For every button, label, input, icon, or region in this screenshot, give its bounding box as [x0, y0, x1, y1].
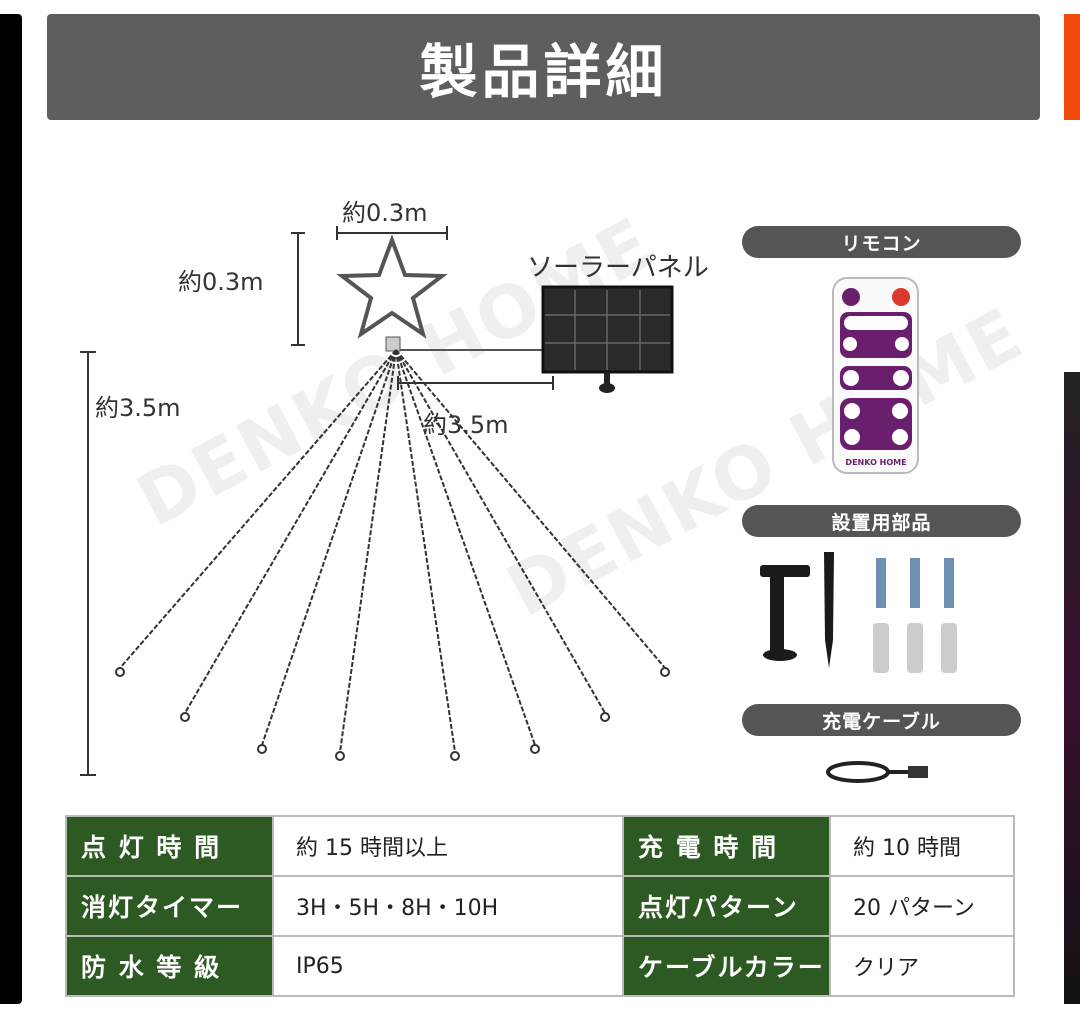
table-row: 消灯タイマー 3H・5H・8H・10H 点灯パターン 20 パターン: [65, 875, 1015, 937]
light-string: [339, 349, 397, 753]
section-header: 製品詳細: [47, 14, 1040, 120]
spec-value: 3H・5H・8H・10H: [272, 875, 624, 937]
light-string: [395, 349, 666, 669]
spec-value: IP65: [272, 935, 624, 997]
star-width-label: 約0.3m: [342, 199, 428, 227]
spec-label: 点灯パターン: [622, 875, 831, 937]
spec-label: ケーブルカラー: [622, 935, 831, 997]
spec-value: 20 パターン: [829, 875, 1015, 937]
mounting-parts: [760, 552, 957, 673]
string-end-ring: [660, 667, 670, 677]
string-end-ring: [335, 751, 345, 761]
adjacent-slide-right-banner: [1064, 14, 1080, 120]
spec-label: 点 灯 時 間: [65, 815, 274, 877]
charging-cable: [826, 761, 908, 783]
string-end-ring: [115, 667, 125, 677]
adjacent-slide-left: [0, 14, 22, 1004]
mounting-parts-label: 設置用部品: [742, 505, 1021, 537]
remote-logo: DENKO HOME: [845, 458, 906, 467]
star-height-label: 約0.3m: [178, 268, 264, 296]
spec-label: 消灯タイマー: [65, 875, 274, 937]
light-string: [395, 349, 456, 753]
charging-cable-label: 充電ケーブル: [742, 704, 1021, 736]
string-end-ring: [600, 712, 610, 722]
string-end-ring: [257, 744, 267, 754]
adjacent-slide-right-photo: [1064, 372, 1080, 1004]
cable-length-label: 約3.5m: [423, 411, 509, 439]
string-end-ring: [530, 744, 540, 754]
page-title: 製品詳細: [419, 38, 668, 106]
solar-panel-label: ソーラーパネル: [527, 253, 709, 283]
table-row: 防 水 等 級 IP65 ケーブルカラー クリア: [65, 935, 1015, 997]
light-string: [261, 349, 397, 746]
string-length-label: 約3.5m: [95, 394, 181, 422]
spec-value: 約 10 時間: [829, 815, 1015, 877]
spec-label: 防 水 等 級: [65, 935, 274, 997]
light-string: [119, 349, 397, 669]
remote-control: DENKO HOME: [832, 277, 919, 474]
spec-label: 充 電 時 間: [622, 815, 831, 877]
string-end-ring: [450, 751, 460, 761]
spec-value: クリア: [829, 935, 1015, 997]
star-light: [336, 234, 448, 339]
remote-label: リモコン: [742, 226, 1021, 258]
string-end-ring: [180, 712, 190, 722]
spec-table: 点 灯 時 間 約 15 時間以上 充 電 時 間 約 10 時間 消灯タイマー…: [65, 815, 1015, 997]
spec-value: 約 15 時間以上: [272, 815, 624, 877]
table-row: 点 灯 時 間 約 15 時間以上 充 電 時 間 約 10 時間: [65, 815, 1015, 877]
